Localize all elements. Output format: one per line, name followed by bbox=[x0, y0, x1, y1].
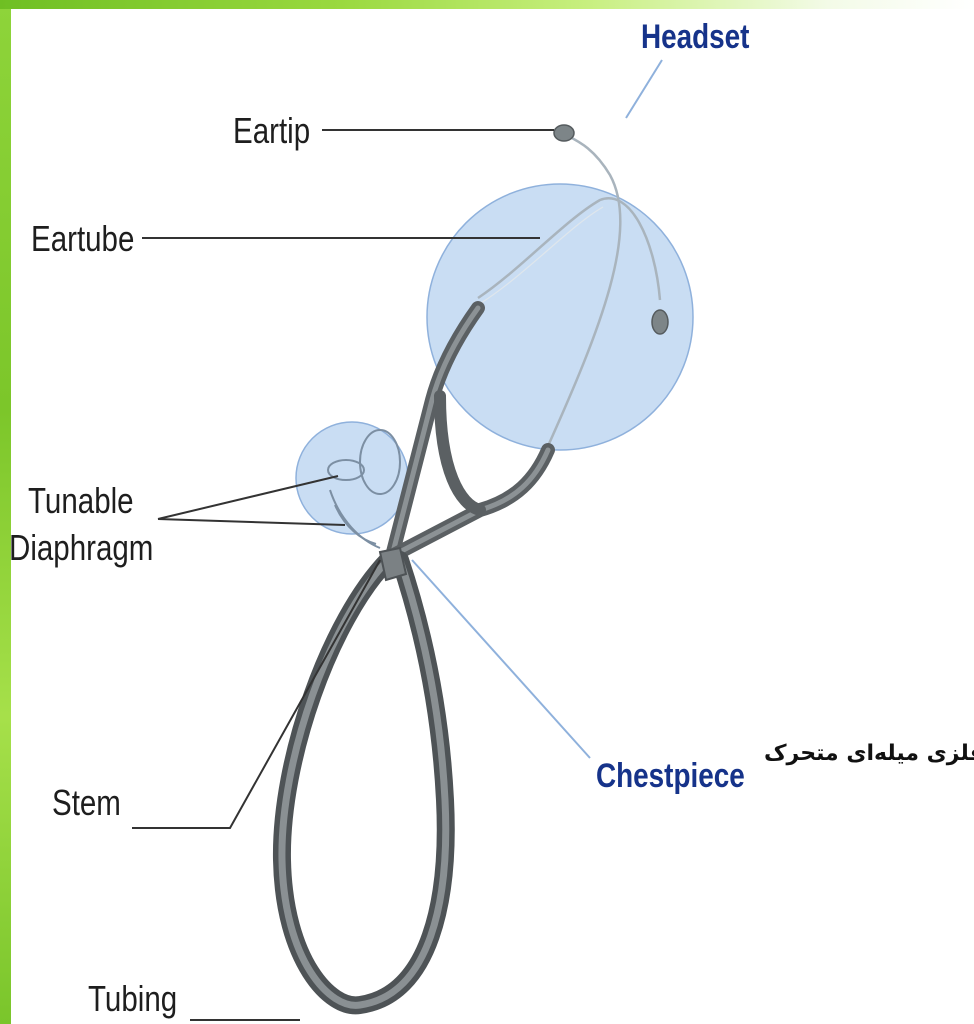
stem-label: Stem bbox=[52, 784, 121, 822]
chestpiece-label: Chestpiece bbox=[596, 757, 745, 795]
eartip-lower bbox=[652, 310, 668, 334]
tubing-loop bbox=[282, 560, 446, 1005]
eartip-label: Eartip bbox=[233, 112, 310, 150]
persian-annotation: قطعه فلزی میله‌ای متحرک bbox=[764, 735, 974, 773]
diaphragm-label: Diaphragm bbox=[9, 529, 153, 567]
tunable-label: Tunable bbox=[28, 482, 134, 520]
tubing-label: Tubing bbox=[88, 980, 177, 1018]
eartip-upper bbox=[554, 125, 574, 141]
eartube-label: Eartube bbox=[31, 220, 134, 258]
diaphragm-highlight-circle bbox=[296, 422, 408, 534]
headset-label: Headset bbox=[641, 18, 749, 56]
